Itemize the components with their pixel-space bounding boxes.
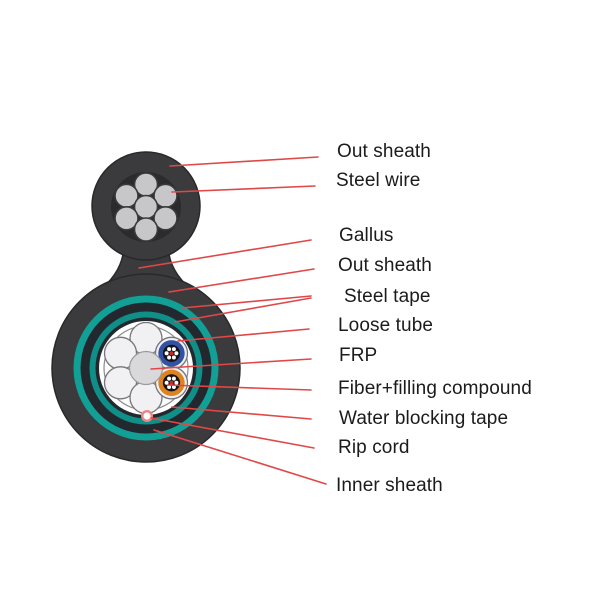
fiber-tube-orange [158, 369, 185, 396]
leader-steel-tape-outer [181, 295, 312, 309]
fiber-dot [171, 347, 176, 352]
steel-wire [153, 206, 178, 231]
fiber-dot [167, 347, 172, 352]
leader-steel-wire [171, 185, 316, 193]
leader-water-blocking [171, 406, 312, 420]
leader-steel-tape-inner [174, 297, 312, 323]
label-fiber-filling: Fiber+filling compound [338, 378, 532, 399]
leader-loose-tube [177, 328, 310, 342]
label-loose-tube: Loose tube [338, 315, 434, 336]
leader-rip-cord [150, 417, 315, 449]
leader-lines [138, 156, 327, 485]
leader-inner-sheath [153, 429, 327, 485]
fibers [164, 376, 179, 389]
loose-tube-filler [103, 366, 138, 400]
fiber-dot [164, 380, 169, 385]
leader-gallus [138, 239, 312, 269]
label-gallus: Gallus [339, 225, 394, 246]
leader-fiber-filling [167, 384, 312, 391]
fiber-dot-red [169, 380, 174, 385]
label-steel-tape: Steel tape [344, 286, 431, 307]
fiber-dot-red [169, 351, 174, 356]
label-out-sheath-main: Out sheath [338, 255, 432, 276]
steel-wire [114, 206, 139, 231]
fiber-dot [174, 351, 179, 356]
fiber-dot [167, 355, 172, 360]
leader-out-sheath-main [168, 268, 315, 293]
rip-cord-dot [140, 410, 153, 423]
fiber-tube-blue [158, 340, 185, 367]
label-frp: FRP [339, 345, 378, 366]
label-steel-wire: Steel wire [336, 170, 421, 191]
steel-wires [114, 172, 178, 242]
label-rip-cord: Rip cord [338, 437, 410, 458]
fiber-dot [167, 385, 172, 389]
fiber-dot [167, 376, 172, 381]
leader-out-sheath-top [169, 156, 319, 167]
fiber-dot [174, 380, 179, 385]
label-water-blocking: Water blocking tape [339, 408, 509, 429]
label-out-sheath-top: Out sheath [337, 141, 431, 162]
steel-wire [133, 217, 159, 242]
label-inner-sheath: Inner sheath [336, 475, 443, 496]
fiber-dot [171, 376, 176, 381]
fibers [164, 347, 179, 360]
fiber-dot [164, 351, 169, 356]
fiber-dot [171, 355, 176, 360]
leader-frp [150, 358, 312, 370]
